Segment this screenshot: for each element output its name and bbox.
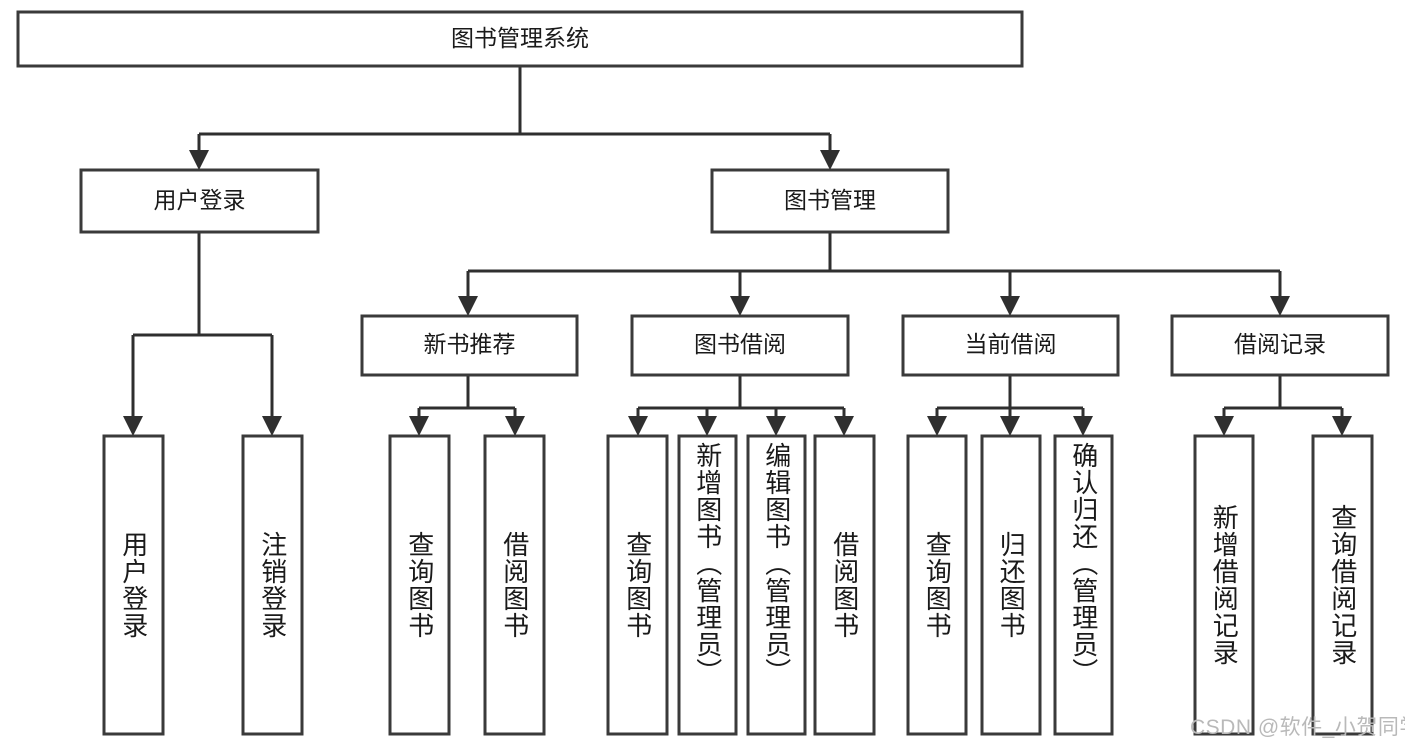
node-new-book-recommend-label: 新书推荐 bbox=[424, 331, 516, 357]
arrow-head-icon bbox=[697, 416, 717, 436]
node-leaf-edit-book-box[interactable] bbox=[746, 434, 807, 736]
node-leaf-add-record-box[interactable] bbox=[1193, 434, 1255, 736]
arrow-head-icon bbox=[927, 416, 947, 436]
node-book-management-box[interactable] bbox=[710, 168, 950, 234]
node-user-login-box[interactable] bbox=[79, 168, 320, 234]
csdn-watermark: CSDN @软件_小贺同学 bbox=[1190, 716, 1405, 739]
node-root-label: 图书管理系统 bbox=[451, 25, 589, 51]
node-book-borrow-box[interactable] bbox=[630, 314, 850, 377]
node-book-management-label: 图书管理 bbox=[784, 187, 876, 213]
arrow-head-icon bbox=[458, 296, 478, 316]
node-leaf-logout-box[interactable] bbox=[241, 434, 304, 736]
node-leaf-return-book-box[interactable] bbox=[980, 434, 1042, 736]
node-book-borrow-label: 图书借阅 bbox=[694, 331, 786, 357]
node-leaf-borrow-book-1-box[interactable] bbox=[483, 434, 546, 736]
node-borrow-record-box[interactable] bbox=[1170, 314, 1390, 377]
node-borrow-record-label: 借阅记录 bbox=[1234, 331, 1326, 357]
arrow-head-icon bbox=[1000, 296, 1020, 316]
node-leaf-query-book-3-box[interactable] bbox=[906, 434, 968, 736]
arrow-head-icon bbox=[730, 296, 750, 316]
node-leaf-query-record-box[interactable] bbox=[1311, 434, 1374, 736]
arrow-head-icon bbox=[628, 416, 648, 436]
node-root-box[interactable] bbox=[16, 10, 1024, 68]
node-current-borrow-label: 当前借阅 bbox=[965, 331, 1057, 357]
arrow-head-icon bbox=[262, 416, 282, 436]
arrow-head-icon bbox=[820, 150, 840, 170]
node-leaf-user-login-box[interactable] bbox=[102, 434, 165, 736]
node-user-login-label: 用户登录 bbox=[154, 187, 246, 213]
arrow-head-icon bbox=[834, 416, 854, 436]
node-leaf-confirm-return-box[interactable] bbox=[1053, 434, 1114, 736]
node-leaf-query-book-2-box[interactable] bbox=[606, 434, 669, 736]
arrow-head-icon bbox=[1073, 416, 1093, 436]
arrow-head-icon bbox=[766, 416, 786, 436]
node-leaf-query-book-1-box[interactable] bbox=[388, 434, 451, 736]
node-current-borrow-box[interactable] bbox=[901, 314, 1120, 377]
arrow-head-icon bbox=[409, 416, 429, 436]
node-new-book-recommend-box[interactable] bbox=[360, 314, 579, 377]
arrow-head-icon bbox=[123, 416, 143, 436]
node-leaf-add-book-box[interactable] bbox=[677, 434, 738, 736]
arrow-head-icon bbox=[1270, 296, 1290, 316]
arrow-head-icon bbox=[505, 416, 525, 436]
arrow-head-icon bbox=[189, 150, 209, 170]
connectors-group bbox=[123, 66, 1352, 436]
nodes-group: 图书管理系统 用户登录 图书管理 新书推荐 图书借阅 当前借阅 借阅记录 bbox=[16, 10, 1390, 736]
node-leaf-borrow-book-2-box[interactable] bbox=[813, 434, 876, 736]
arrow-head-icon bbox=[1214, 416, 1234, 436]
arrow-head-icon bbox=[1000, 416, 1020, 436]
arrow-head-icon bbox=[1332, 416, 1352, 436]
